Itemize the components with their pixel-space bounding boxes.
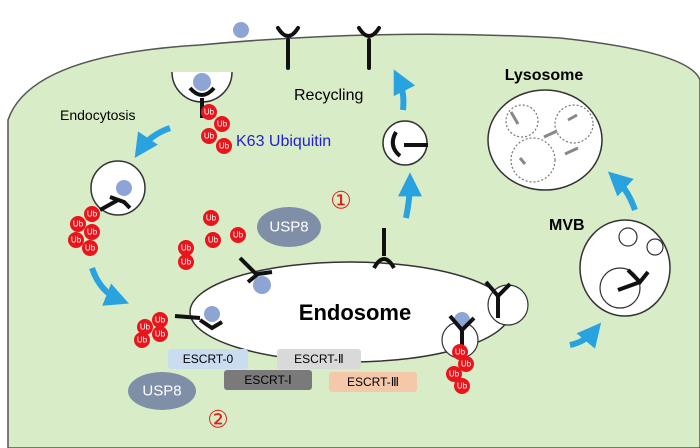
usp8-top: USP8: [257, 207, 321, 247]
svg-text:Ub: Ub: [457, 382, 468, 391]
svg-text:ESCRT-Ⅱ: ESCRT-Ⅱ: [294, 352, 344, 366]
svg-text:Ub: Ub: [449, 370, 460, 379]
recycling-vesicle: [382, 120, 428, 166]
escrt-1-box: ESCRT-Ⅰ: [224, 370, 312, 390]
svg-text:Ub: Ub: [204, 108, 215, 117]
arrow-endosome-to-recycling: [397, 172, 422, 219]
svg-text:ESCRT-Ⅰ: ESCRT-Ⅰ: [244, 373, 291, 387]
svg-text:Ub: Ub: [155, 316, 166, 325]
svg-text:Ub: Ub: [204, 132, 215, 141]
mvb-label: MVB: [549, 217, 585, 234]
escrt-3-box: ESCRT-Ⅲ: [329, 372, 417, 392]
mvb: [579, 219, 671, 317]
ub-chain-endosome-right: Ub Ub Ub Ub: [446, 344, 474, 394]
k63-ubiquitin-label: K63 Ubiquitin: [236, 133, 331, 150]
svg-text:Ub: Ub: [71, 236, 82, 245]
svg-text:Ub: Ub: [455, 348, 466, 357]
usp8-bottom: USP8: [128, 372, 196, 410]
escrt-2-box: ESCRT-Ⅱ: [277, 349, 361, 369]
endosome-label: Endosome: [299, 300, 411, 325]
arrow-mvb-to-lysosome: [607, 171, 638, 212]
surface-receptor-2: [357, 26, 381, 70]
svg-text:ESCRT-0: ESCRT-0: [183, 352, 234, 366]
lysosome: [487, 89, 603, 191]
endosome-receptor-top: [372, 228, 396, 270]
early-vesicle: [90, 160, 146, 216]
ub-chain-vesicle: Ub Ub Ub Ub Ub: [68, 206, 100, 256]
endosome-receptor-ub: [174, 306, 224, 331]
endosome-receptor-left: [238, 256, 273, 294]
free-ub-cluster: Ub Ub Ub Ub Ub: [178, 210, 246, 270]
svg-text:Ub: Ub: [217, 120, 228, 129]
arrow-vesicle-to-endosome: [89, 266, 129, 306]
svg-text:Ub: Ub: [208, 236, 219, 245]
ub-chain-pit: Ub Ub Ub Ub: [201, 104, 232, 154]
svg-text:Ub: Ub: [181, 244, 192, 253]
endosome-bud-right: [484, 280, 529, 326]
svg-text:Ub: Ub: [85, 244, 96, 253]
arrow-pit-to-vesicle: [134, 125, 172, 158]
recycling-label: Recycling: [294, 87, 363, 104]
step1-marker: ①: [330, 188, 352, 215]
svg-text:Ub: Ub: [233, 231, 244, 240]
lysosome-label: Lysosome: [505, 67, 584, 84]
svg-text:Ub: Ub: [181, 258, 192, 267]
svg-text:Ub: Ub: [87, 210, 98, 219]
endocytosis-label: Endocytosis: [60, 107, 135, 123]
surface-receptor-1: [276, 26, 300, 70]
svg-text:USP8: USP8: [269, 219, 308, 236]
svg-text:ESCRT-Ⅲ: ESCRT-Ⅲ: [347, 375, 399, 389]
svg-text:Ub: Ub: [87, 228, 98, 237]
svg-text:Ub: Ub: [461, 360, 472, 369]
svg-text:Ub: Ub: [140, 323, 151, 332]
svg-text:Ub: Ub: [206, 214, 217, 223]
ub-chain-endosome-left: Ub Ub Ub Ub: [134, 312, 168, 348]
svg-text:Ub: Ub: [137, 336, 148, 345]
svg-text:Ub: Ub: [155, 330, 166, 339]
step2-marker: ②: [207, 407, 229, 434]
svg-text:USP8: USP8: [142, 383, 181, 400]
free-ligand: [233, 22, 249, 38]
svg-text:Ub: Ub: [73, 220, 84, 229]
svg-text:Ub: Ub: [219, 142, 230, 151]
escrt-0-box: ESCRT-0: [168, 349, 248, 369]
arrow-endosome-to-mvb: [569, 322, 602, 349]
arrow-recycling-to-surface: [393, 69, 416, 111]
